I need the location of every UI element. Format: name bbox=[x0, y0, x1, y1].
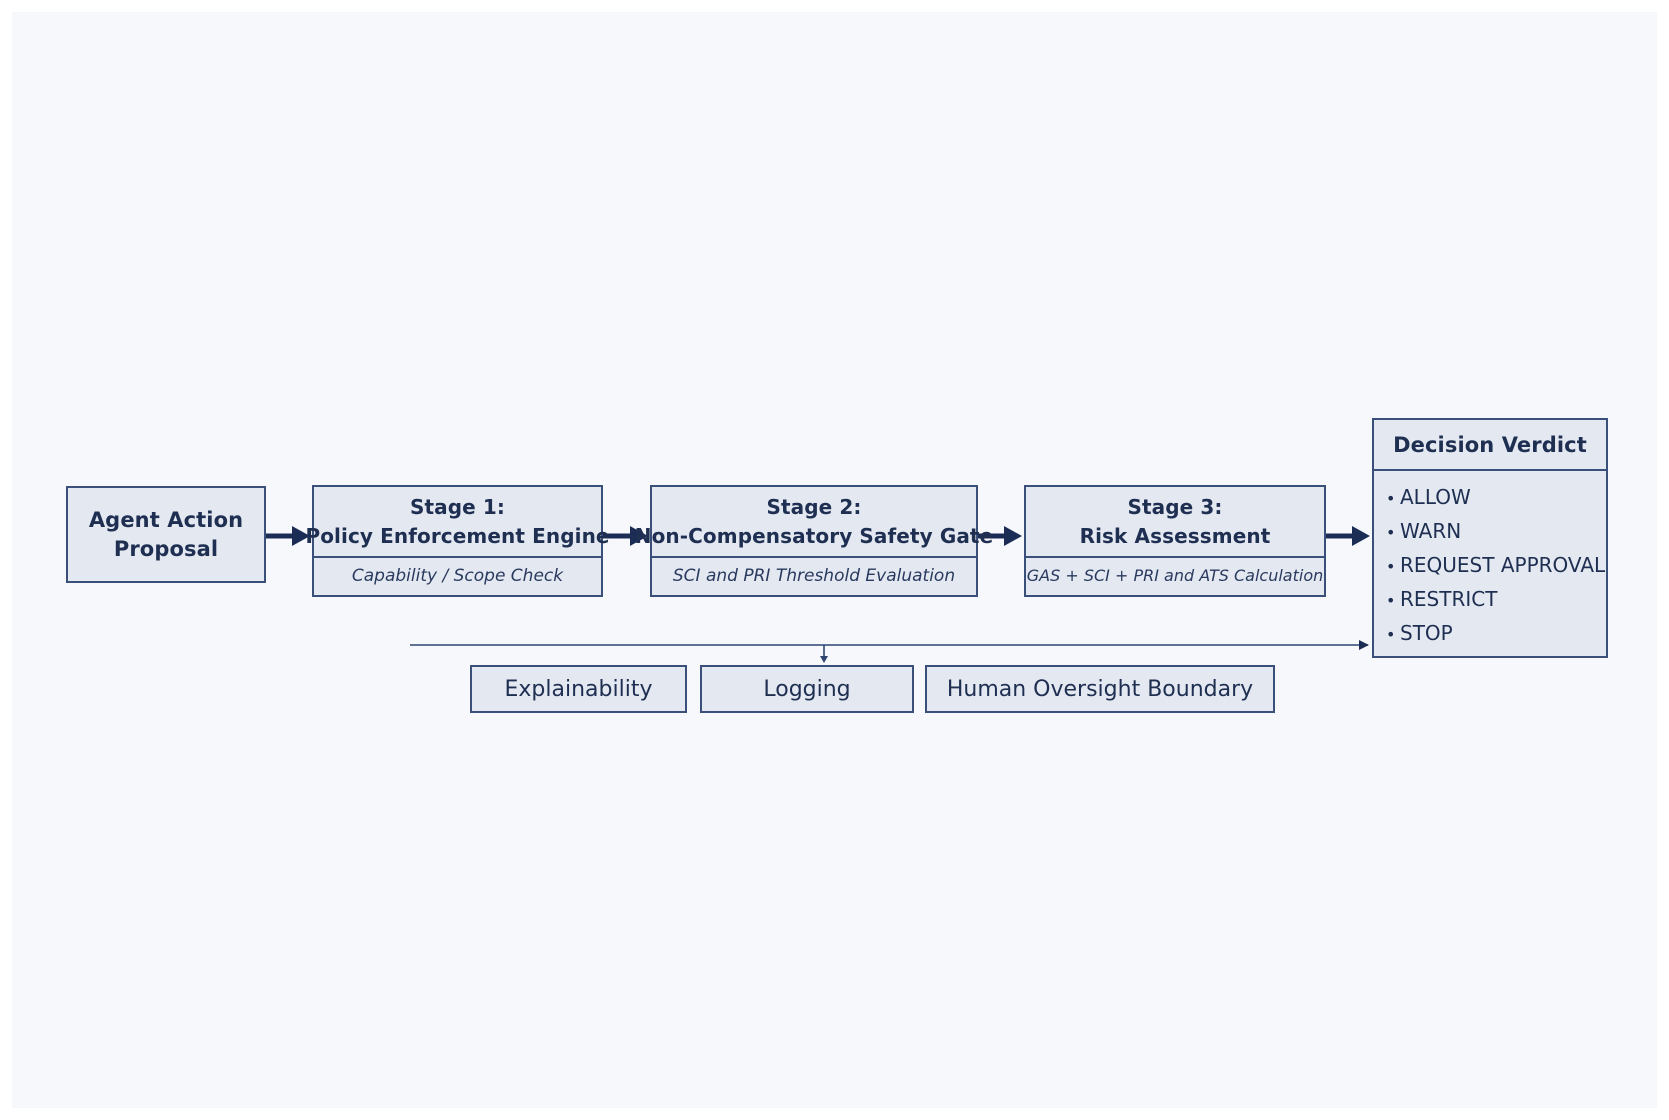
stage-1-name: Policy Enforcement Engine bbox=[305, 523, 610, 548]
bullet-icon: • bbox=[1386, 523, 1396, 542]
bullet-icon: • bbox=[1386, 591, 1396, 610]
decision-verdict-title: Decision Verdict bbox=[1374, 420, 1606, 471]
stage-1-detail: Capability / Scope Check bbox=[351, 565, 564, 586]
verdict-option-label: STOP bbox=[1400, 621, 1453, 645]
verdict-options-list: •ALLOW •WARN •REQUEST APPROVAL •RESTRICT… bbox=[1386, 480, 1606, 650]
agent-label-line2: Proposal bbox=[113, 536, 219, 561]
stage-3-header: Stage 3: Risk Assessment bbox=[1026, 487, 1324, 558]
decision-verdict-box: Decision Verdict •ALLOW •WARN •REQUEST A… bbox=[1372, 418, 1608, 658]
stage-3-box: Stage 3: Risk Assessment GAS + SCI + PRI… bbox=[1024, 485, 1326, 597]
verdict-option-label: REQUEST APPROVAL bbox=[1400, 553, 1606, 577]
stage-1-box: Stage 1: Policy Enforcement Engine Capab… bbox=[305, 485, 609, 597]
bullet-icon: • bbox=[1386, 489, 1396, 508]
explainability-box: Explainability bbox=[470, 665, 687, 713]
stage-2-label: Stage 2: bbox=[766, 494, 862, 519]
verdict-option-restrict: •RESTRICT bbox=[1386, 582, 1606, 616]
stage-1-label: Stage 1: bbox=[409, 494, 506, 519]
stage-3-detail: GAS + SCI + PRI and ATS Calculation bbox=[1026, 566, 1324, 585]
agent-action-proposal-box: Agent Action Proposal bbox=[66, 486, 266, 583]
support-drop-arrowhead bbox=[820, 656, 828, 663]
verdict-option-label: ALLOW bbox=[1400, 485, 1471, 509]
stage-2-header: Stage 2: Non-Compensatory Safety Gate bbox=[635, 487, 993, 558]
stage-2-name: Non-Compensatory Safety Gate bbox=[634, 523, 994, 548]
verdict-option-label: RESTRICT bbox=[1400, 587, 1498, 611]
verdict-option-label: WARN bbox=[1400, 519, 1462, 543]
flow-arrow-agent-to-stage1 bbox=[266, 526, 310, 546]
flow-arrow-stage2-to-stage3 bbox=[978, 526, 1022, 546]
stage-2-detail: SCI and PRI Threshold Evaluation bbox=[672, 565, 956, 586]
verdict-option-stop: •STOP bbox=[1386, 616, 1606, 650]
flow-arrow-stage3-to-verdict bbox=[1326, 526, 1370, 546]
logging-box: Logging bbox=[700, 665, 914, 713]
stage-3-name: Risk Assessment bbox=[1079, 523, 1271, 548]
stage-2-box: Stage 2: Non-Compensatory Safety Gate SC… bbox=[635, 485, 993, 597]
verdict-option-allow: •ALLOW bbox=[1386, 480, 1606, 514]
stage-3-label: Stage 3: bbox=[1127, 494, 1223, 519]
agent-label-line1: Agent Action bbox=[88, 507, 244, 532]
stage-1-header: Stage 1: Policy Enforcement Engine bbox=[305, 487, 609, 558]
bullet-icon: • bbox=[1386, 557, 1396, 576]
verdict-option-warn: •WARN bbox=[1386, 514, 1606, 548]
agent-action-proposal-label: Agent Action Proposal bbox=[89, 506, 243, 564]
human-oversight-boundary-box: Human Oversight Boundary bbox=[925, 665, 1275, 713]
bullet-icon: • bbox=[1386, 625, 1396, 644]
verdict-option-request-approval: •REQUEST APPROVAL bbox=[1386, 548, 1606, 582]
flow-arrow-stage1-to-stage2 bbox=[603, 526, 648, 546]
